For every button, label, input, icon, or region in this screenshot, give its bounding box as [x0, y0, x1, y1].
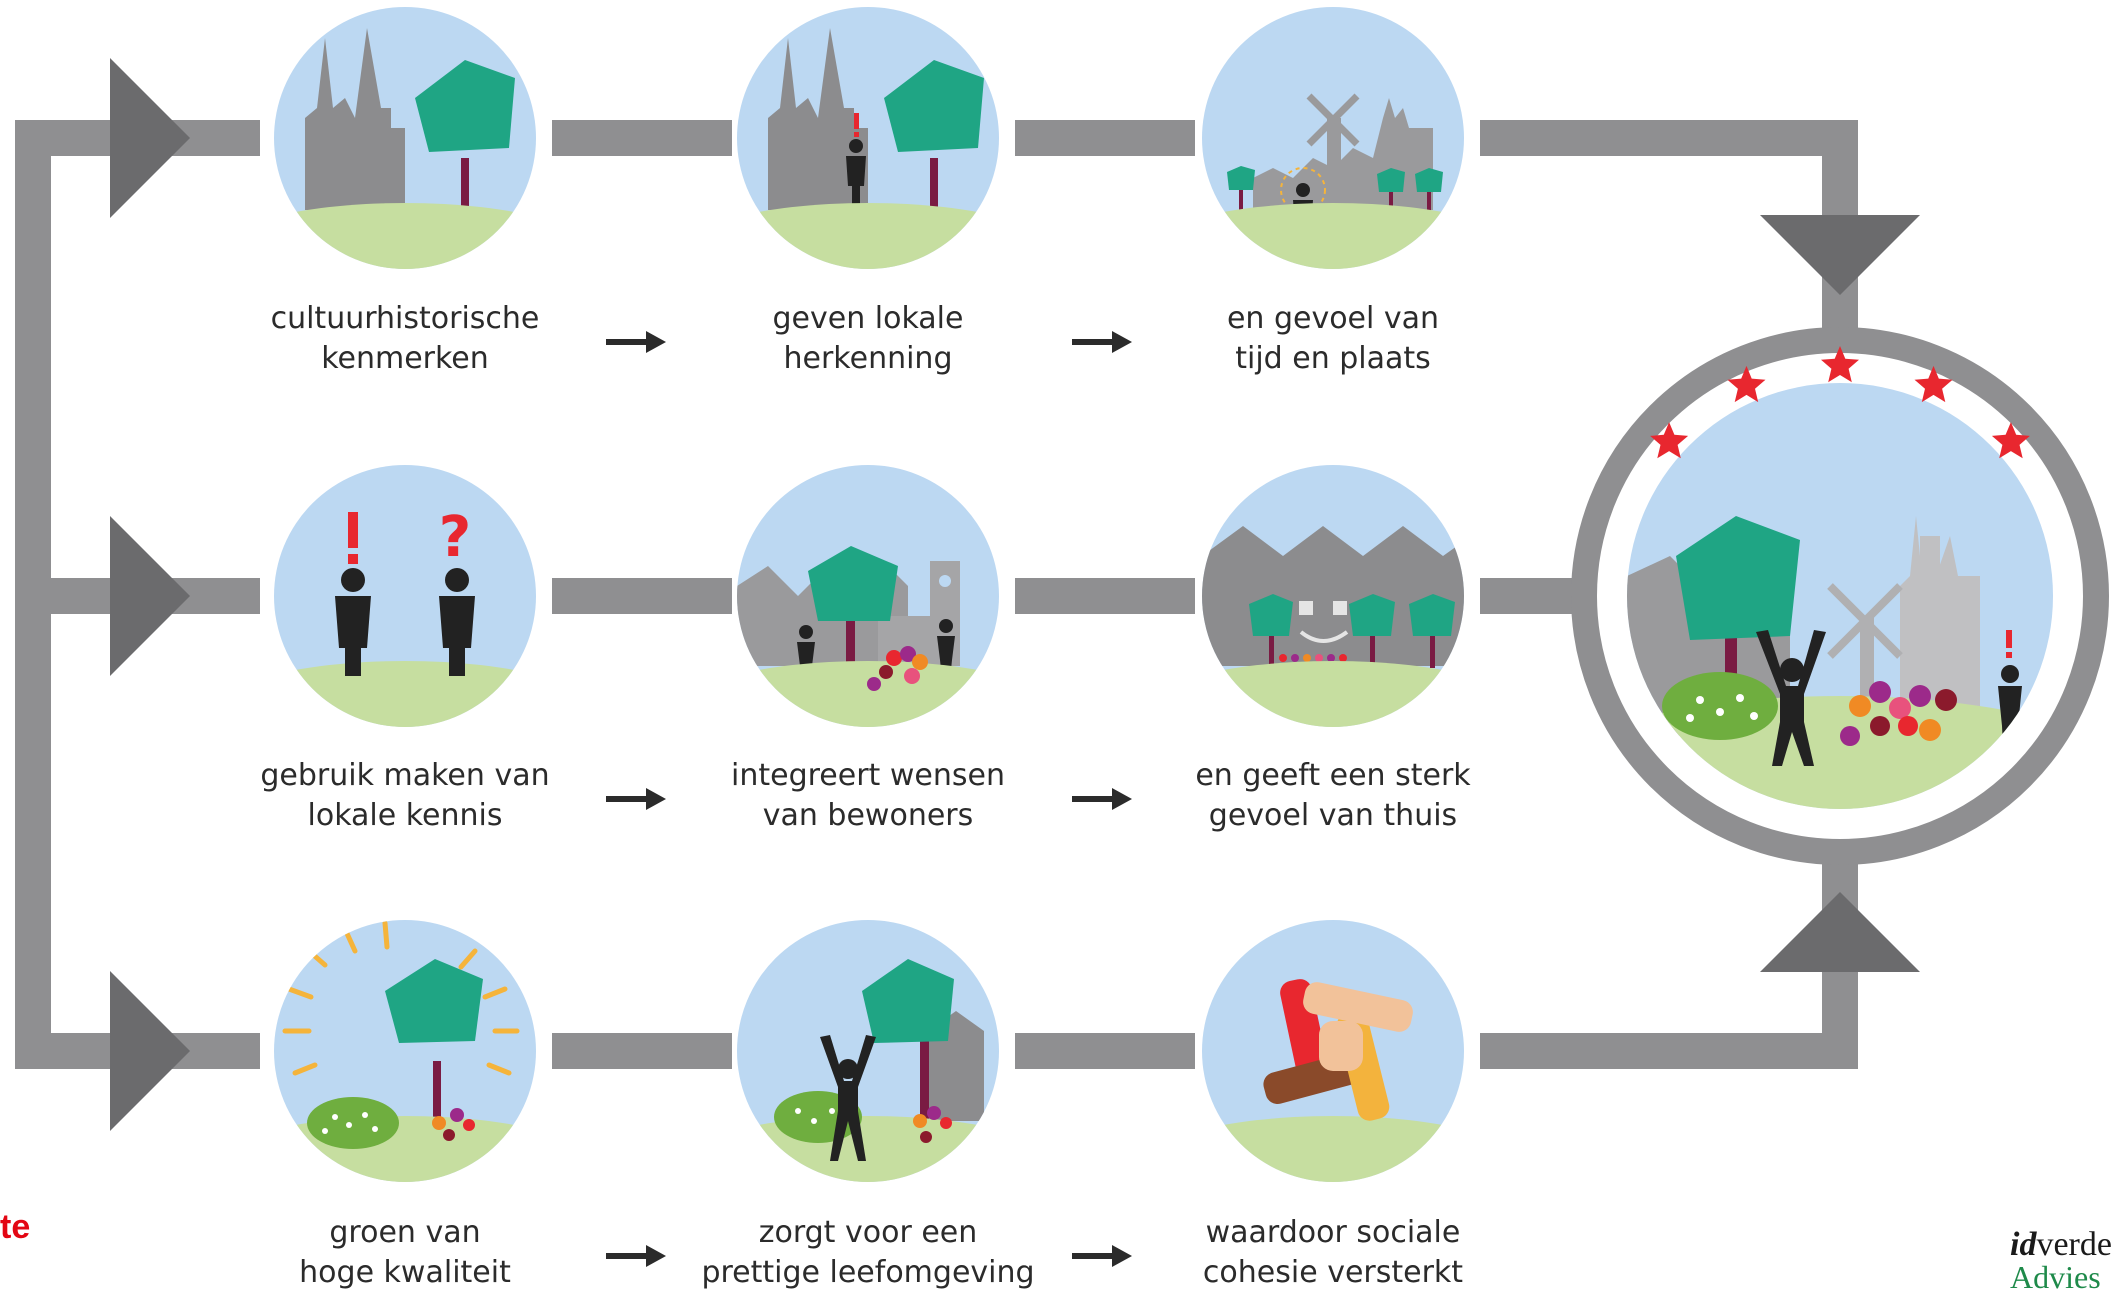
caption-line: van bewoners: [762, 798, 974, 833]
caption-r3-s2: zorgt voor een prettige leefomgeving: [658, 1213, 1078, 1293]
caption-line: tijd en plaats: [1235, 341, 1431, 376]
caption-r2-s1: gebruik maken van lokale kennis: [195, 756, 615, 836]
svg-text:?: ?: [439, 505, 471, 570]
caption-line: en gevoel van: [1226, 301, 1440, 336]
right-logo: idverde Advies: [2010, 1228, 2121, 1292]
result-bottom-arrow: [1760, 892, 1920, 972]
church-tree-icon: [274, 7, 536, 269]
star-icon: [1727, 365, 1766, 403]
left-logo-fragment: te: [0, 1208, 31, 1246]
caption-line: kenmerken: [321, 341, 489, 376]
flow-pipes: [15, 120, 1858, 1069]
logo-line1: idverde: [2010, 1228, 2121, 1262]
result-top-arrow: [1760, 215, 1920, 295]
caption-line: cohesie versterkt: [1202, 1255, 1464, 1290]
caption-line: hoge kwaliteit: [299, 1255, 511, 1290]
caption-line: herkenning: [783, 341, 953, 376]
row3-entry-arrow: [110, 971, 190, 1131]
caption-line: groen van: [329, 1215, 481, 1250]
sunny-tree-icon: [274, 920, 536, 1182]
caption-r2-s3: en geeft een sterk gevoel van thuis: [1123, 756, 1543, 836]
star-icon: [1650, 422, 1689, 459]
row1-entry-arrow: [110, 58, 190, 218]
village-gathering-icon: [737, 465, 999, 727]
caption-r3-s3: waardoor sociale cohesie versterkt: [1123, 1213, 1543, 1293]
cheering-person-garden-icon: [737, 920, 999, 1182]
caption-r3-s1: groen van hoge kwaliteit: [195, 1213, 615, 1293]
star-icon: [1821, 346, 1859, 383]
caption-line: waardoor sociale: [1205, 1215, 1461, 1250]
joined-hands-icon: [1202, 920, 1464, 1182]
star-icon: [1991, 422, 2030, 459]
caption-r1-s2: geven lokale herkenning: [658, 299, 1078, 379]
caption-line: gebruik maken van: [260, 758, 550, 793]
caption-r1-s3: en gevoel van tijd en plaats: [1123, 299, 1543, 379]
caption-line: lokale kennis: [307, 798, 503, 833]
person-at-church-icon: [737, 7, 999, 269]
caption-line: integreert wensen: [731, 758, 1005, 793]
star-icon: [1914, 365, 1953, 403]
town-skyline-windmill-icon: [1202, 7, 1464, 269]
logo-line2: Advies: [2010, 1259, 2101, 1292]
caption-line: cultuurhistorische: [270, 301, 540, 336]
caption-r1-s1: cultuurhistorische kenmerken: [195, 299, 615, 379]
people-question-icon: ?: [274, 465, 536, 727]
result-ring: [1571, 327, 2109, 865]
result-stars: [1650, 346, 2030, 459]
caption-line: en geeft een sterk: [1195, 758, 1471, 793]
caption-line: geven lokale: [772, 301, 964, 336]
row2-entry-arrow: [110, 516, 190, 676]
smiling-houses-icon: [1202, 465, 1464, 727]
caption-line: zorgt voor een: [758, 1215, 978, 1250]
logo-verde: verde: [2036, 1228, 2112, 1263]
logo-id: id: [2010, 1228, 2037, 1263]
caption-line: prettige leefomgeving: [701, 1255, 1035, 1290]
caption-r2-s2: integreert wensen van bewoners: [658, 756, 1078, 836]
caption-line: gevoel van thuis: [1208, 798, 1458, 833]
flow-arrowheads: [110, 58, 1920, 1131]
caption-arrows: [606, 331, 1132, 1267]
